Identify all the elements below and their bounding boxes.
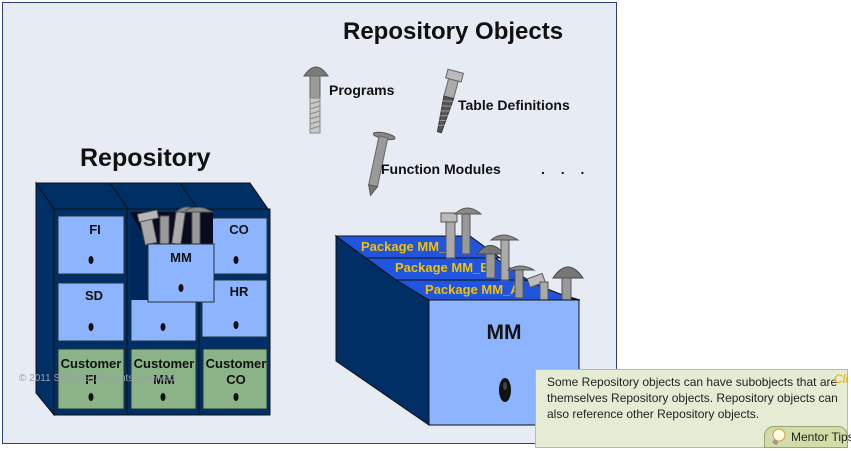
drawer-sd [57,282,125,342]
cabinet: FI SD Customer MM Customer CO HR Custome… [35,181,271,417]
package-label: Package MM_C [361,239,456,254]
label-function-modules: Function Modules [381,161,501,177]
drawer-label: Customer [61,356,122,371]
drawer-label: Customer [134,356,195,371]
drawer-label-line2: MM [153,372,175,387]
nail-icon [368,131,396,197]
drawer-fi [57,215,125,275]
drawer-label-line2: CO [226,372,246,387]
drawer-label: FI [89,222,101,237]
label-programs: Programs [329,82,395,98]
cabinet-top [35,182,269,210]
package-label: Package MM_A [425,282,520,297]
lightbulb-icon [772,428,786,446]
drawer-mm-open [147,243,215,303]
drawer-label-line2: FI [85,372,97,387]
drawer-label: Customer [206,356,267,371]
mentor-tips-button[interactable]: Mentor Tips [764,426,851,448]
mentor-tips-label: Mentor Tips [791,430,851,444]
label-table-definitions: Table Definitions [458,97,570,113]
drawer-label: MM [170,250,192,265]
drawer-label: CO [229,222,249,237]
drawer-label: HR [230,284,249,299]
screw-icon [436,68,465,134]
big-drawer: Package MM_C Package MM_B Package MM_A M… [334,207,584,426]
package-label: Package MM_B [395,260,490,275]
drawer-handles [88,256,239,401]
copyright-notice: © 2011 SAP AG. All rights reserved. [19,373,178,384]
tools-icon [440,207,584,301]
big-drawer-front [428,299,580,426]
big-drawer-label: MM [487,321,522,344]
bolt-icon [303,66,329,134]
label-ellipsis: . . . [541,161,591,177]
mentor-tip-box: Some Repository objects can have subobje… [535,369,851,448]
drawer-label: SD [85,288,103,303]
package-mm-c [334,235,502,259]
mentor-tip-text: Some Repository objects can have subobje… [547,375,838,421]
click-hint[interactable]: Cli [834,372,848,386]
repository-title: Repository [80,144,211,172]
repository-objects-title: Repository Objects [343,18,564,45]
